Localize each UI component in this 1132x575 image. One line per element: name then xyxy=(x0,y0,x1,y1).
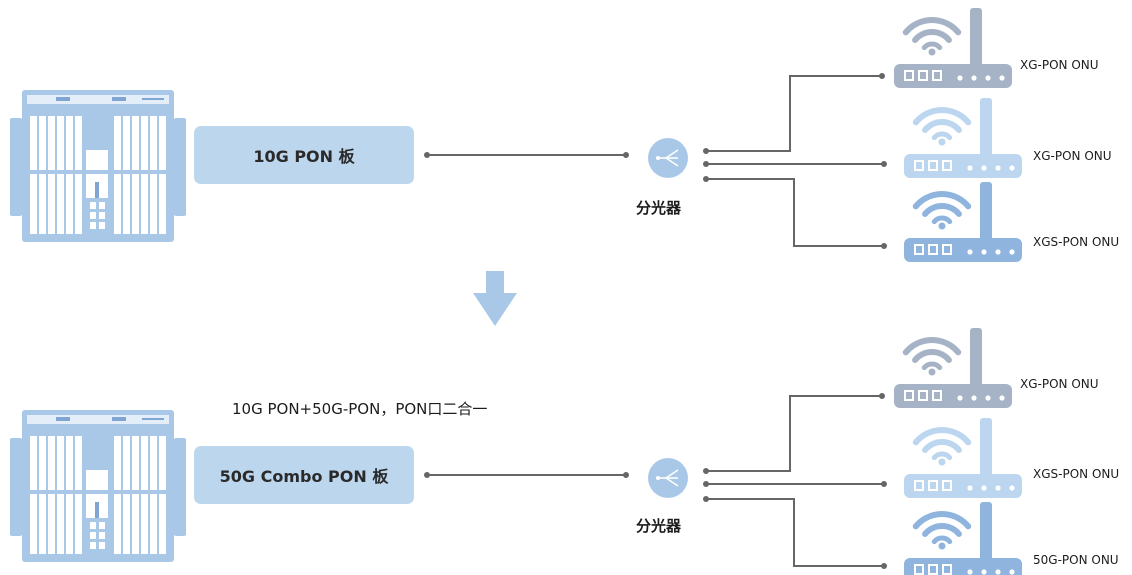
down-arrow-icon xyxy=(473,271,517,326)
top-onu-label-3: XGS-PON ONU xyxy=(1033,235,1120,249)
bottom-board xyxy=(194,446,414,504)
wifi-router-icon-top-1 xyxy=(894,8,1012,88)
wifi-router-icon-bottom-1 xyxy=(894,328,1012,408)
olt-chassis-icon xyxy=(10,410,186,562)
top-onu-label-1: XG-PON ONU xyxy=(1020,58,1099,72)
bottom-section xyxy=(10,328,1022,575)
bottom-onu-label-1: XG-PON ONU xyxy=(1020,377,1099,391)
wifi-router-icon-top-3 xyxy=(904,182,1022,262)
top-branch-1 xyxy=(706,75,882,152)
optical-splitter-icon xyxy=(648,458,688,498)
wifi-router-icon-top-2 xyxy=(904,98,1022,178)
top-board xyxy=(194,126,414,184)
optical-splitter-icon xyxy=(648,138,688,178)
bottom-onu-label-2: XGS-PON ONU xyxy=(1033,467,1120,481)
wifi-router-icon-bottom-3 xyxy=(904,502,1022,575)
top-branch-3 xyxy=(706,178,884,247)
top-splitter-label: 分光器 xyxy=(636,199,682,217)
bottom-branch-3 xyxy=(706,498,884,567)
top-section xyxy=(10,8,1022,262)
top-board-label: 10G PON 板 xyxy=(253,147,355,166)
olt-chassis-icon xyxy=(10,90,186,242)
bottom-splitter-label: 分光器 xyxy=(636,517,682,535)
combo-note: 10G PON+50G-PON，PON口二合一 xyxy=(232,400,488,418)
top-onu-label-2: XG-PON ONU xyxy=(1033,149,1112,163)
wifi-router-icon-bottom-2 xyxy=(904,418,1022,498)
bottom-onu-label-3: 50G-PON ONU xyxy=(1033,553,1119,567)
bottom-branch-1 xyxy=(706,395,882,472)
bottom-board-label: 50G Combo PON 板 xyxy=(219,467,389,486)
